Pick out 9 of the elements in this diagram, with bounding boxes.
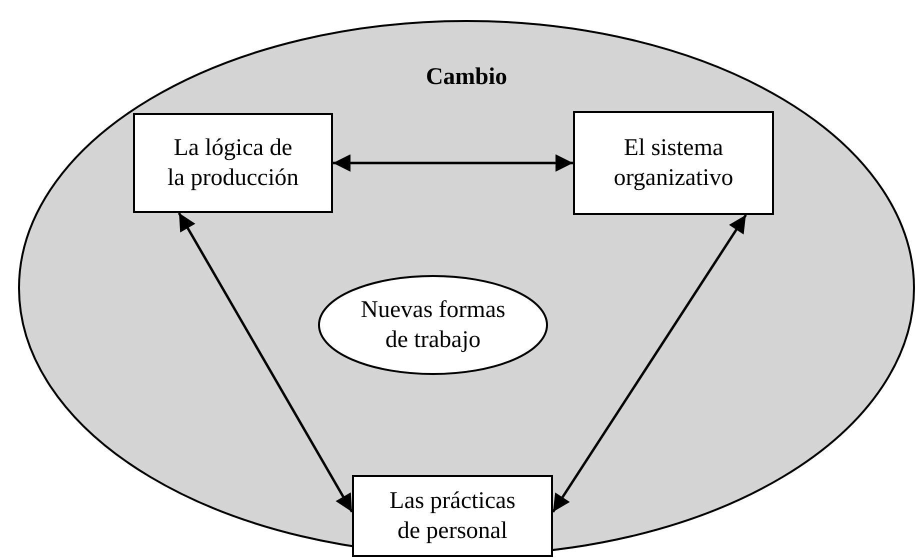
double-arrow — [552, 214, 747, 513]
ellipse-region — [18, 20, 915, 556]
process-box: Las prácticas de personal — [352, 475, 553, 557]
double-arrow — [333, 154, 573, 172]
region-title: Cambio — [426, 63, 508, 92]
ellipse-node: Nuevas formas de trabajo — [318, 275, 548, 375]
process-box: La lógica de la producción — [133, 113, 333, 213]
double-arrow — [178, 212, 354, 513]
process-box: El sistema organizativo — [573, 111, 774, 215]
